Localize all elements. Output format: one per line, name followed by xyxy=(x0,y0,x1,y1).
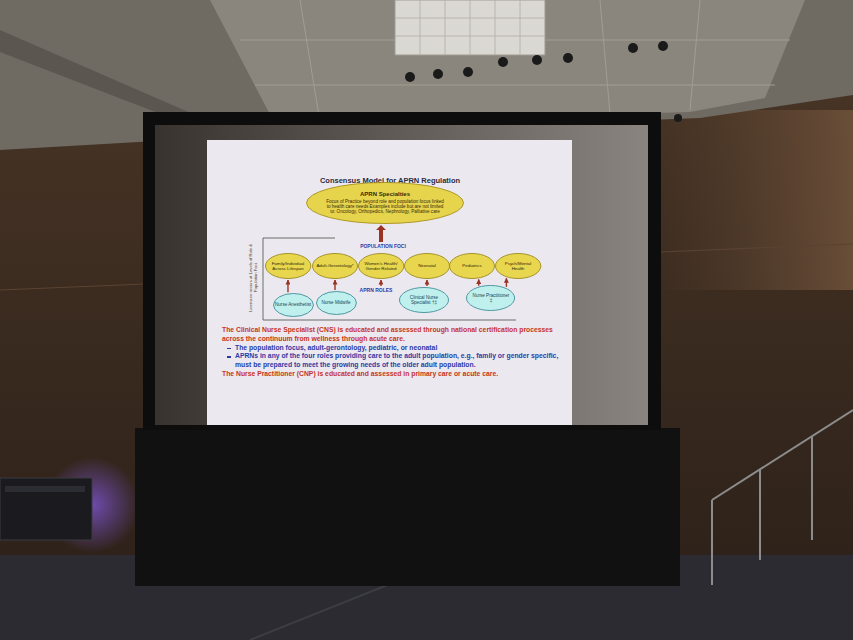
node-text-box: APRN SpecialtiesFocus of Practice beyond… xyxy=(324,191,446,214)
node-label: Clinical Nurse Specialist †‡ xyxy=(404,295,444,306)
population-ellipse: Adult-Gerontology* xyxy=(312,253,358,279)
node-label: Pediatrics xyxy=(453,263,491,268)
population-ellipse: Neonatal xyxy=(404,253,450,279)
node-text-box: Adult-Gerontology* xyxy=(316,263,354,268)
arrow-connector xyxy=(506,278,507,287)
population-ellipse: Pediatrics xyxy=(449,253,495,279)
ellipse-shape xyxy=(265,254,310,279)
wall-light xyxy=(660,110,853,290)
ceiling-light xyxy=(395,0,545,55)
ceiling-grid xyxy=(240,0,790,122)
bullet-dash xyxy=(227,348,231,349)
equipment-case xyxy=(0,478,92,540)
node-text-box: Psych/Mental Health xyxy=(499,261,537,271)
bullet-row: APRNs in any of the four roles providing… xyxy=(222,352,568,370)
ellipse-shape xyxy=(358,254,403,279)
licensure-bracket xyxy=(263,238,516,320)
node-label: Psych/Mental Health xyxy=(499,261,537,271)
node-label: APRN Specialties xyxy=(324,191,446,198)
population-ellipse: Psych/Mental Health xyxy=(495,253,541,279)
node-text-box: Clinical Nurse Specialist †‡ xyxy=(404,295,444,306)
node-label: Neonatal xyxy=(408,263,446,268)
stair-rail xyxy=(712,410,853,585)
arrow-connector xyxy=(478,279,479,285)
role-ellipse: Nurse Anesthetist xyxy=(273,293,314,317)
ellipse-shape xyxy=(273,294,313,317)
note-text: The Nurse Practitioner (CNP) is educated… xyxy=(222,370,568,379)
node-body: Focus of Practice beyond role and popula… xyxy=(324,199,446,215)
bullet-dash xyxy=(227,356,231,357)
ellipse-shape xyxy=(400,288,449,313)
arrow-connector xyxy=(334,280,335,290)
ellipse-shape xyxy=(405,254,450,279)
bullet-text: APRNs in any of the four roles providing… xyxy=(235,352,568,370)
node-text-box: Pediatrics xyxy=(453,263,491,268)
node-label: Nurse Anesthetist xyxy=(275,302,311,307)
role-ellipse: Nurse Midwife xyxy=(316,291,357,315)
role-ellipse: Nurse Practitioner ‡ xyxy=(466,285,515,311)
ceiling-speakers xyxy=(405,41,682,122)
population-ellipse: Family/Individual Across Lifespan xyxy=(265,253,311,279)
node-label: Women's Health/ Gender Related xyxy=(362,261,400,271)
equipment-rail xyxy=(5,486,85,492)
section-label: POPULATION FOCI xyxy=(360,243,406,249)
node-text-box: Women's Health/ Gender Related xyxy=(362,261,400,271)
node-label: Adult-Gerontology* xyxy=(316,263,354,268)
note-row: The Nurse Practitioner (CNP) is educated… xyxy=(222,370,568,379)
small-arrow xyxy=(380,280,381,286)
screen-surface xyxy=(155,125,648,425)
wall-molding xyxy=(0,284,145,290)
section-label: APRN ROLES xyxy=(360,287,393,293)
bullet-text: The population focus, adult-gerontology,… xyxy=(235,344,568,353)
screen-skirt xyxy=(135,428,680,586)
node-text-box: Nurse Anesthetist xyxy=(275,302,311,307)
node-label: Nurse Midwife xyxy=(318,300,354,305)
slide xyxy=(207,140,572,425)
rotated-note: Licensure occurs at Levels of Role & Pop… xyxy=(249,239,259,317)
light-grid xyxy=(395,0,545,55)
specialties-ellipse: APRN SpecialtiesFocus of Practice beyond… xyxy=(306,182,464,224)
arrow-connector xyxy=(426,280,427,286)
screen-frame xyxy=(143,112,661,430)
wall-molding xyxy=(660,244,853,252)
notes-block: The Clinical Nurse Specialist (CNS) is e… xyxy=(222,326,568,379)
ellipse-shape xyxy=(307,183,464,224)
bullet-row: The population focus, adult-gerontology,… xyxy=(222,344,568,353)
node-text-box: Nurse Practitioner ‡ xyxy=(471,293,511,304)
role-ellipse: Clinical Nurse Specialist †‡ xyxy=(399,287,449,313)
block-arrow xyxy=(376,225,386,242)
ellipse-shape xyxy=(495,254,540,279)
note-row: The Clinical Nurse Specialist (CNS) is e… xyxy=(222,326,568,344)
node-label: Family/Individual Across Lifespan xyxy=(269,261,307,271)
node-text-box: Neonatal xyxy=(408,263,446,268)
node-text-box: Family/Individual Across Lifespan xyxy=(269,261,307,271)
node-label: Nurse Practitioner ‡ xyxy=(471,293,511,304)
ellipse-shape xyxy=(313,254,358,279)
arrow-connector xyxy=(287,280,288,292)
ellipse-shape xyxy=(467,286,515,311)
ceiling-panel xyxy=(210,0,805,124)
note-text: The Clinical Nurse Specialist (CNS) is e… xyxy=(222,326,568,344)
population-ellipse: Women's Health/ Gender Related xyxy=(358,253,404,279)
ellipse-shape xyxy=(450,254,495,279)
ellipse-shape xyxy=(316,292,356,315)
node-text-box: Nurse Midwife xyxy=(318,300,354,305)
